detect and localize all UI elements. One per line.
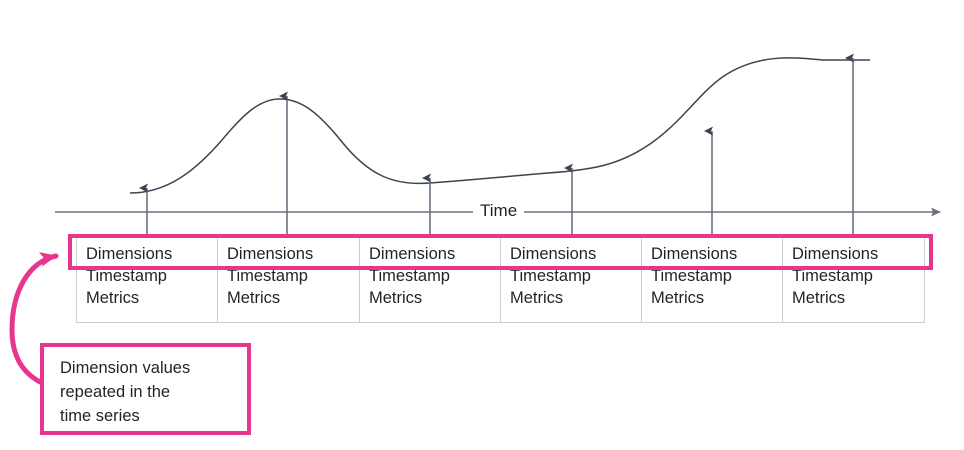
record-dimensions-label: Dimensions: [651, 245, 738, 263]
record-timestamp-label: Timestamp: [86, 267, 167, 285]
record-timestamp-label: Timestamp: [369, 267, 450, 285]
record-metrics-label: Metrics: [227, 289, 281, 307]
callout-line-3: time series: [60, 407, 140, 425]
record-metrics-label: Metrics: [86, 289, 140, 307]
record-box[interactable]: Dimensions Timestamp Metrics: [641, 236, 784, 323]
callout-line-2: repeated in the: [60, 383, 171, 401]
trend-curve: [129, 57, 870, 194]
record-metrics-label: Metrics: [369, 289, 423, 307]
record-timestamp-label: Timestamp: [651, 267, 732, 285]
record-metrics-label: Metrics: [792, 289, 846, 307]
callout-note: Dimension values repeated in the time se…: [40, 343, 251, 435]
record-timestamp-label: Timestamp: [227, 267, 308, 285]
record-box[interactable]: Dimensions Timestamp Metrics: [359, 236, 502, 323]
record-metrics-label: Metrics: [510, 289, 564, 307]
axis-label-time: Time: [473, 201, 525, 221]
record-dimensions-label: Dimensions: [510, 245, 597, 263]
record-box[interactable]: Dimensions Timestamp Metrics: [217, 236, 360, 323]
callout-line-1: Dimension values: [60, 359, 191, 377]
record-dimensions-label: Dimensions: [369, 245, 456, 263]
record-dimensions-label: Dimensions: [227, 245, 314, 263]
record-box[interactable]: Dimensions Timestamp Metrics: [782, 236, 925, 323]
record-metrics-label: Metrics: [651, 289, 705, 307]
record-timestamp-label: Timestamp: [792, 267, 873, 285]
record-box[interactable]: Dimensions Timestamp Metrics: [76, 236, 219, 323]
record-timestamp-label: Timestamp: [510, 267, 591, 285]
record-box[interactable]: Dimensions Timestamp Metrics: [500, 236, 643, 323]
record-dimensions-label: Dimensions: [792, 245, 879, 263]
record-dimensions-label: Dimensions: [86, 245, 173, 263]
